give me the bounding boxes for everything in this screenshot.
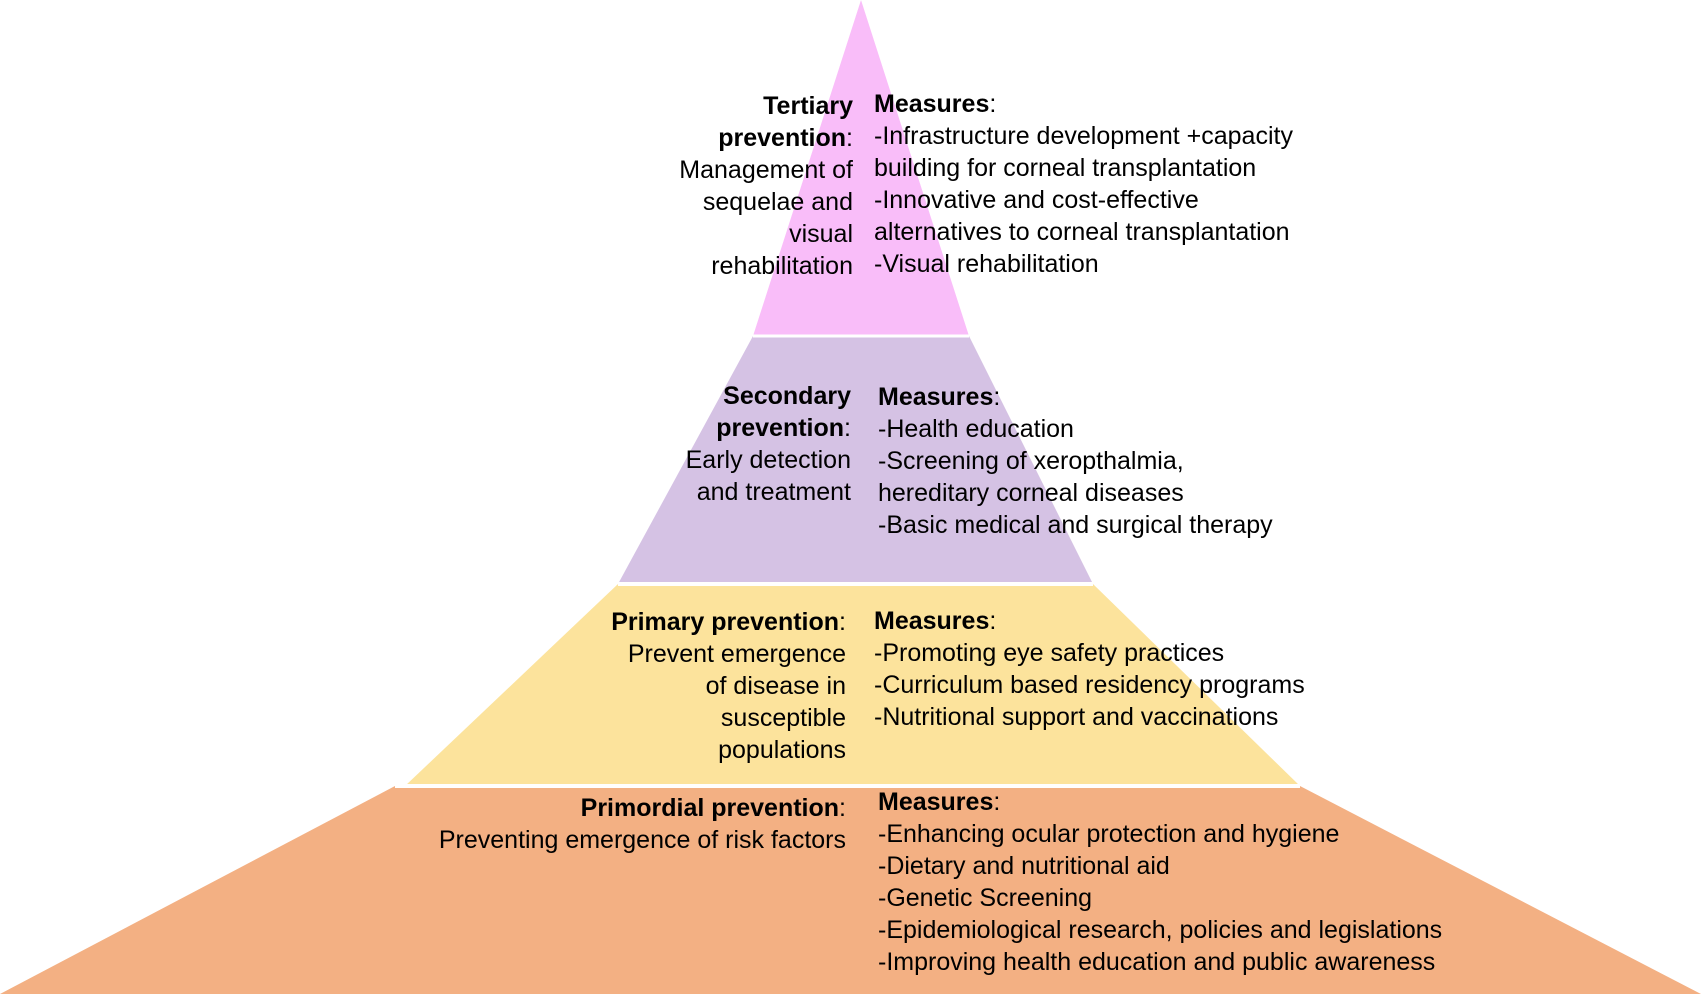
tertiary-desc-line: rehabilitation [711,252,853,280]
tertiary-label: Tertiary prevention: Management of seque… [679,90,853,282]
tertiary-title-line1: Tertiary [763,92,853,120]
primordial-title: Primordial prevention [580,794,840,822]
tertiary-colon: : [846,124,853,152]
primary-desc-line: of disease in [705,672,846,700]
primary-label: Primary prevention: Prevent emergence of… [611,606,846,766]
tertiary-measure-item: alternatives to corneal transplantation [874,218,1290,246]
secondary-measure-item: hereditary corneal diseases [878,479,1184,507]
tertiary-title-line2: prevention [718,124,847,152]
primordial-colon: : [839,794,846,822]
secondary-title-line1: Secondary [723,382,851,410]
secondary-level-shape [618,336,1093,584]
primordial-measure-item: -Epidemiological research, policies and … [878,916,1443,944]
tertiary-desc-line: visual [789,220,853,248]
primordial-desc-line: Preventing emergence of risk factors [438,826,846,854]
tertiary-measures: Measures: -Infrastructure development +c… [874,90,1293,278]
primordial-level-shape [0,786,1701,994]
secondary-measure-item: -Basic medical and surgical therapy [878,511,1273,539]
secondary-label: Secondary prevention: Early detection an… [686,380,851,508]
primary-measure-item: -Promoting eye safety practices [874,639,1225,667]
primary-measure-item: -Curriculum based residency programs [874,671,1305,699]
primordial-measures: Measures: -Enhancing ocular protection a… [878,788,1443,976]
primordial-label: Primordial prevention: Preventing emerge… [439,792,846,856]
primary-desc-line: populations [718,736,846,764]
secondary-measure-item: -Health education [878,415,1074,443]
primary-measure-item: -Nutritional support and vaccinations [874,703,1279,731]
secondary-measures: Measures: -Health education -Screening o… [878,383,1273,539]
tertiary-desc-line: sequelae and [702,188,853,216]
tertiary-desc-line: Management of [679,156,853,184]
primary-desc-line: susceptible [720,704,846,732]
primary-desc-line: Prevent emergence [627,640,846,668]
tertiary-measure-item: building for corneal transplantation [874,154,1257,182]
tertiary-level-shape [753,0,969,336]
tertiary-measure-item: -Visual rehabilitation [874,250,1099,278]
secondary-measures-label: Measures [878,383,994,411]
tertiary-measure-item: -Infrastructure development +capacity [874,122,1293,150]
primary-colon: : [839,608,846,636]
primordial-measure-item: -Dietary and nutritional aid [878,852,1170,880]
secondary-desc-line: and treatment [696,478,851,506]
primary-level-shape [405,584,1300,786]
tertiary-measure-item: -Innovative and cost-effective [874,186,1199,214]
primordial-measures-label: Measures [878,788,994,816]
primary-measures: Measures: -Promoting eye safety practice… [874,607,1305,731]
primordial-measure-item: -Enhancing ocular protection and hygiene [878,820,1340,848]
primary-title: Primary prevention [611,608,840,636]
tertiary-measures-label: Measures [874,90,990,118]
secondary-measure-item: -Screening of xeropthalmia, [878,447,1184,475]
secondary-colon: : [844,414,851,442]
primordial-measure-item: -Genetic Screening [878,884,1093,912]
primordial-measure-item: -Improving health education and public a… [878,948,1436,976]
primary-measures-label: Measures [874,607,990,635]
secondary-title-line2: prevention [716,414,845,442]
secondary-desc-line: Early detection [685,446,851,474]
